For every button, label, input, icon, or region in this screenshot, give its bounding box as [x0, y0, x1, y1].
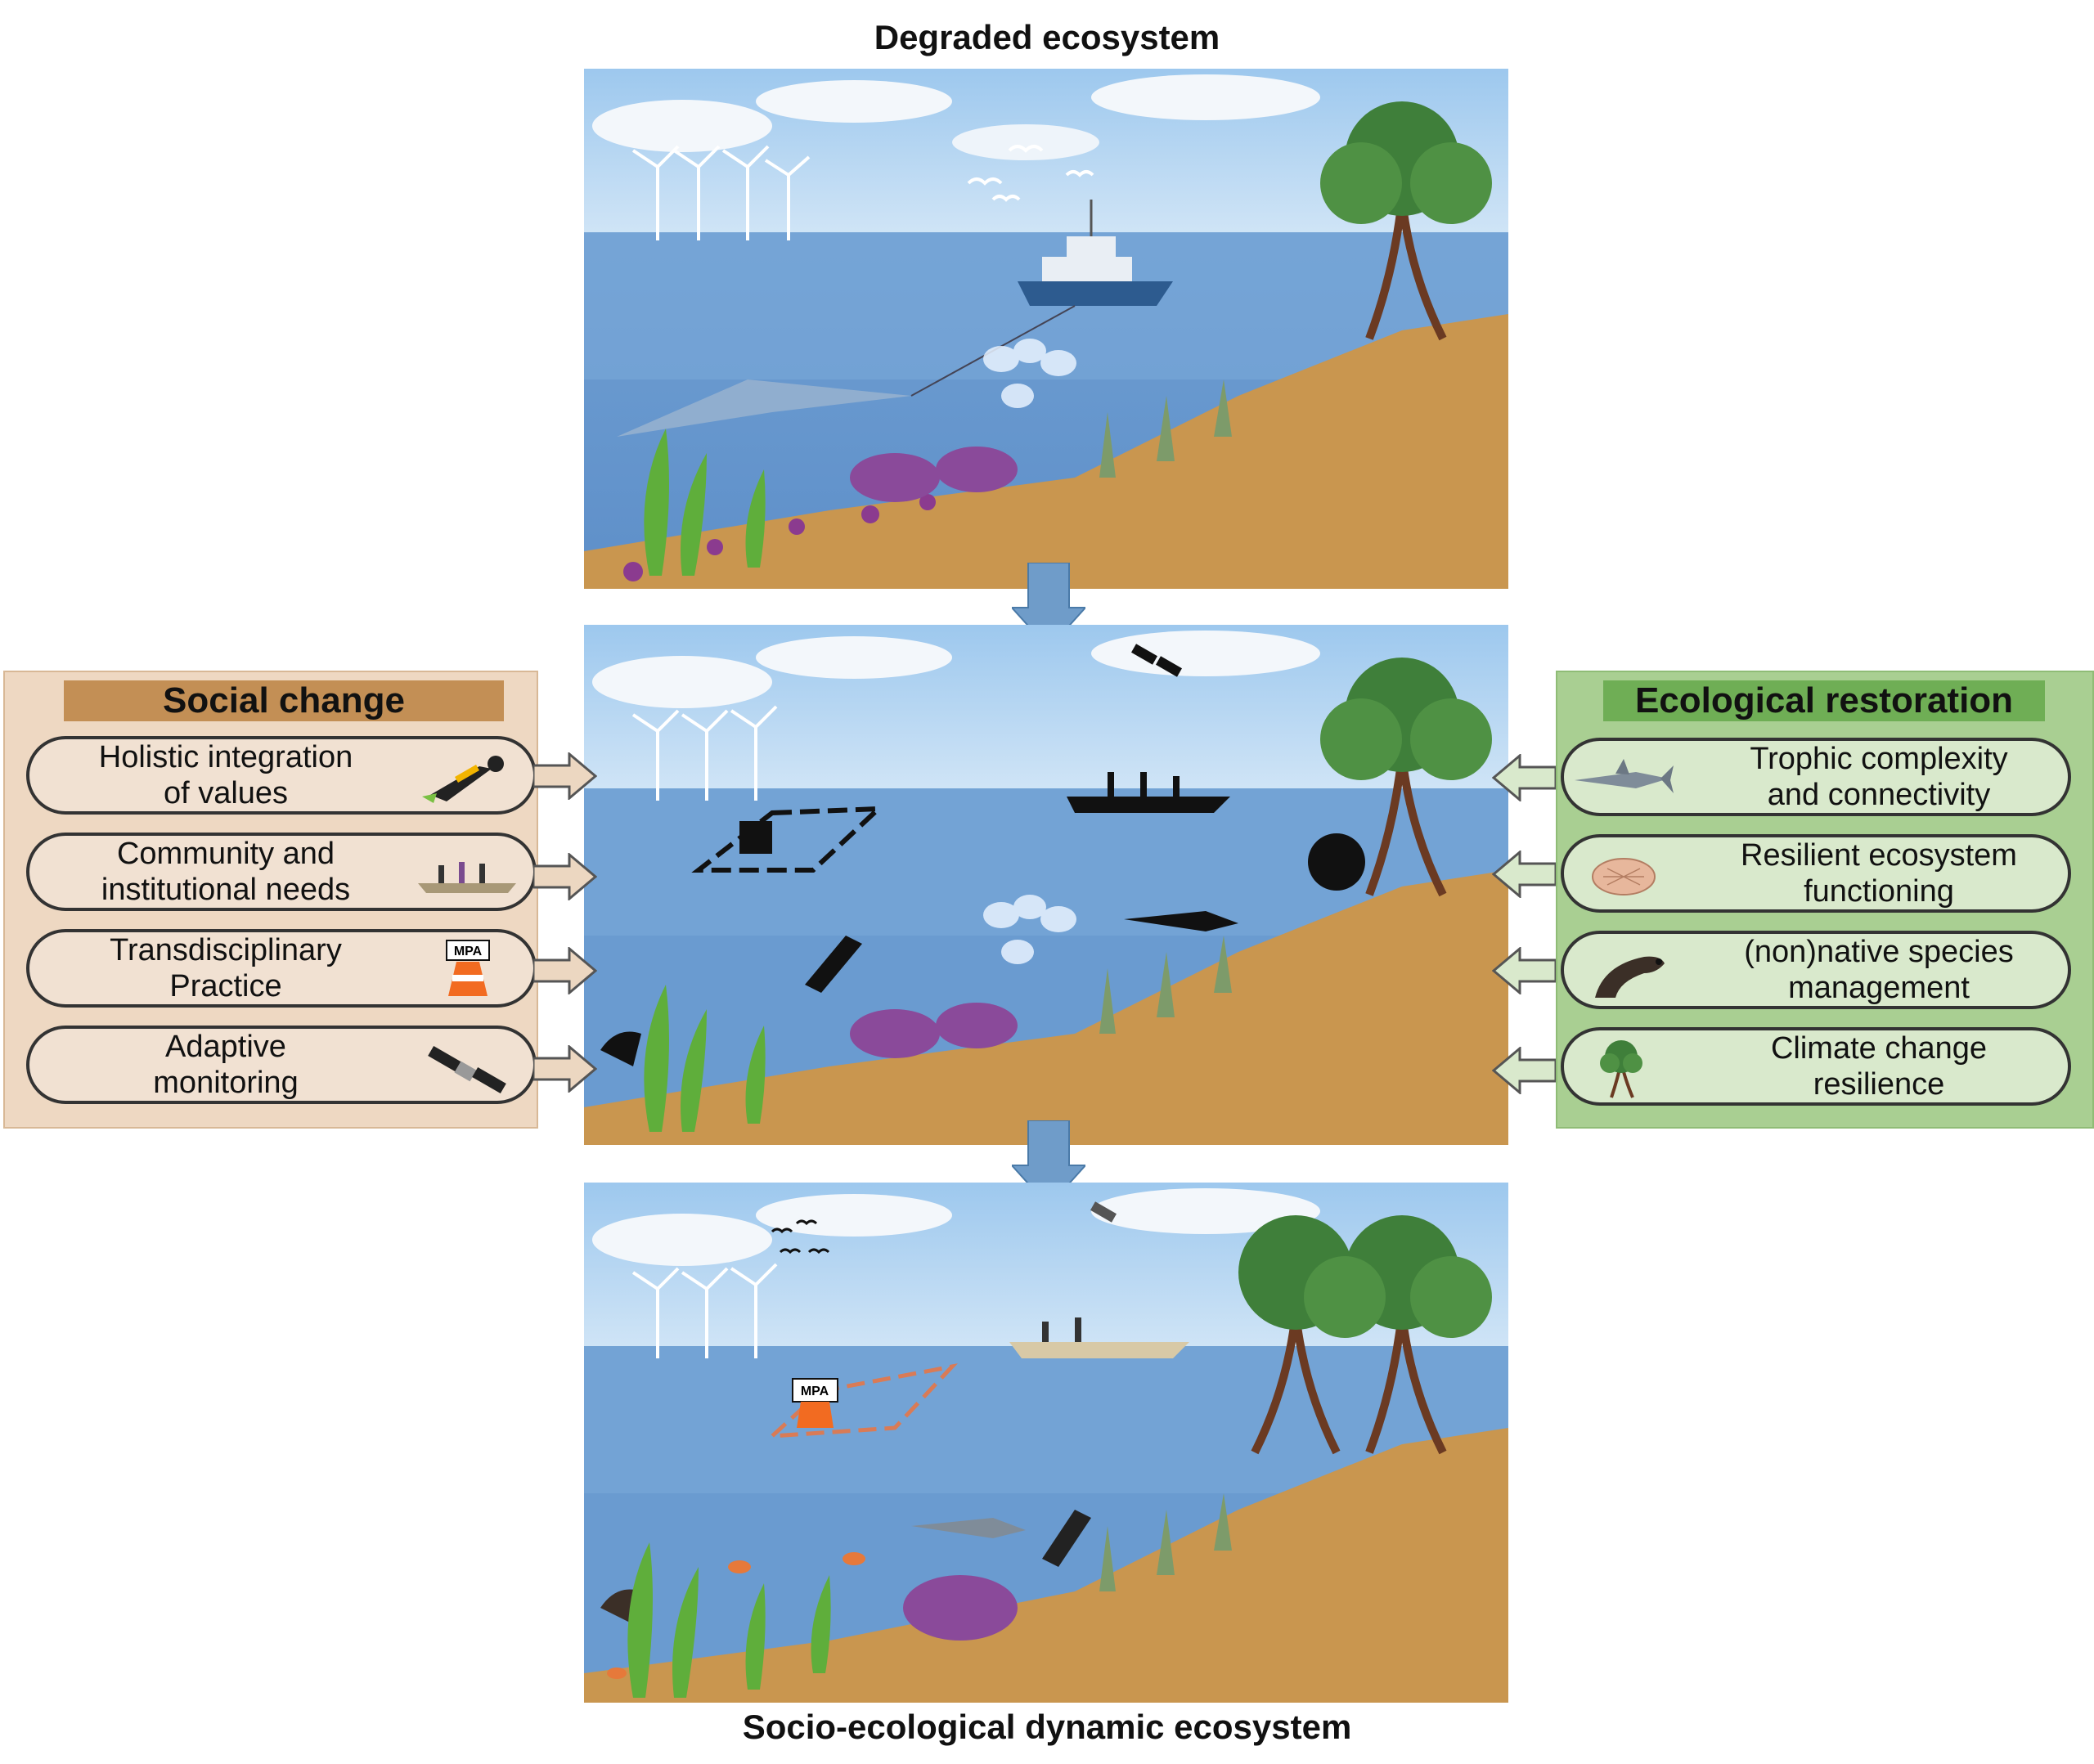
diver-icon: [422, 756, 504, 803]
eco-item-climate-resilience: Climate change resilience: [1561, 1027, 2071, 1106]
transition-scene-illustration: [584, 625, 1508, 1145]
social-change-header: Social change: [64, 680, 504, 721]
mpa-buoy-icon: MPA: [446, 940, 490, 996]
fishing-boat-silhouette: [1067, 772, 1230, 813]
protected-area-outline: [691, 806, 885, 873]
social-change-panel: Social change Holistic integration of va…: [3, 671, 538, 1129]
shell-icon: [1592, 858, 1656, 895]
mpa-buoy: MPA: [792, 1378, 838, 1428]
wind-turbines: [631, 1263, 778, 1358]
seabirds: [967, 145, 1094, 202]
bird-flock: [771, 1219, 830, 1255]
mangrove-forest: [1238, 1215, 1492, 1455]
coral-reef: [850, 1003, 1018, 1058]
sea-urchins: [623, 494, 936, 581]
kelp: [644, 985, 766, 1132]
social-item-adaptive-monitoring: Adaptive monitoring: [26, 1026, 537, 1104]
left-arrow-eco-1: [1492, 754, 1556, 801]
eco-item-1-line1: Trophic complexity: [1750, 742, 2008, 776]
reef-fish: [607, 1552, 865, 1679]
seagrass: [1099, 379, 1232, 478]
wind-turbines: [631, 145, 811, 240]
eco-item-2-line2: functioning: [1804, 874, 1954, 909]
right-arrow-social-2: [533, 853, 597, 900]
otter-silhouette: [600, 1031, 641, 1066]
trawl-net: [617, 379, 911, 437]
ecological-restoration-panel: Ecological restoration Trophic complexit…: [1556, 671, 2094, 1129]
eco-item-1-line2: and connectivity: [1767, 778, 1991, 812]
socio-ecological-scene: MPA: [584, 1183, 1508, 1703]
seagrass: [1099, 1493, 1232, 1591]
eco-item-3-line1: (non)native species: [1744, 935, 2014, 969]
shark-icon: [1575, 759, 1674, 793]
fishing-trawler: [1018, 200, 1173, 306]
social-item-community-needs: Community and institutional needs: [26, 833, 537, 911]
social-item-transdisciplinary: Transdisciplinary Practice MPA: [26, 929, 537, 1008]
ecological-restoration-header: Ecological restoration: [1603, 680, 2045, 721]
diver: [1042, 1510, 1091, 1567]
social-item-2-line2: institutional needs: [101, 873, 351, 907]
coral-reef: [850, 447, 1018, 502]
eco-item-2-line1: Resilient ecosystem: [1741, 838, 2017, 873]
right-arrow-social-1: [533, 752, 597, 800]
social-item-3-line2: Practice: [169, 969, 282, 1003]
satellite: [1131, 644, 1182, 677]
social-item-4-line1: Adaptive: [165, 1030, 286, 1064]
left-arrow-eco-3: [1492, 947, 1556, 994]
degraded-ecosystem-scene: [584, 69, 1508, 589]
eco-item-species-management: (non)native species management: [1561, 931, 2071, 1009]
social-item-4-line2: monitoring: [153, 1066, 299, 1100]
otter-icon: [1595, 956, 1665, 998]
top-scene-title: Degraded ecosystem: [874, 18, 1220, 56]
seabed: [584, 870, 1508, 1145]
mangrove-icon: [1600, 1040, 1642, 1098]
eco-item-trophic-complexity: Trophic complexity and connectivity: [1561, 738, 2071, 816]
buoy-silhouette: [739, 821, 772, 854]
social-item-1-line1: Holistic integration: [98, 740, 353, 774]
left-arrow-eco-2: [1492, 851, 1556, 898]
right-arrow-social-3: [533, 947, 597, 994]
kelp: [644, 429, 766, 576]
eco-item-4-line2: resilience: [1813, 1067, 1945, 1102]
eco-item-3-line2: management: [1788, 971, 1970, 1005]
degraded-scene-illustration: [584, 69, 1508, 589]
kelp: [627, 1542, 831, 1698]
eco-item-4-line1: Climate change: [1770, 1031, 1988, 1066]
mpa-label: MPA: [801, 1385, 829, 1398]
social-item-3-line1: Transdisciplinary: [110, 933, 342, 967]
wind-turbines: [631, 705, 778, 801]
shark-silhouette: [1124, 911, 1238, 931]
mangrove-tree: [1320, 101, 1492, 341]
satellite: [1090, 1201, 1117, 1223]
social-item-2-line1: Community and: [116, 837, 335, 871]
mpa-outline: [766, 1363, 959, 1439]
right-arrow-social-4: [533, 1045, 597, 1093]
seabed: [584, 314, 1508, 589]
social-item-holistic-integration: Holistic integration of values: [26, 736, 537, 815]
diver-silhouette: [805, 936, 862, 993]
social-item-1-line2: of values: [163, 776, 289, 810]
left-arrow-eco-4: [1492, 1047, 1556, 1094]
seabed: [584, 1428, 1508, 1703]
jellyfish: [983, 895, 1076, 964]
coral-reef: [903, 1575, 1018, 1641]
bottom-scene-title: Socio-ecological dynamic ecosystem: [742, 1708, 1352, 1746]
shark: [911, 1518, 1026, 1538]
eco-item-resilient-functioning: Resilient ecosystem functioning: [1561, 834, 2071, 913]
satellite-icon: [428, 1045, 506, 1094]
mangrove-tree: [1308, 658, 1492, 897]
seagrass: [1099, 936, 1232, 1034]
fishing-boat-icon: [418, 862, 516, 893]
transition-ecosystem-scene: [584, 625, 1508, 1145]
mpa-icon-label: MPA: [454, 945, 483, 958]
jellyfish: [983, 339, 1076, 408]
socio-ecological-scene-illustration: MPA: [584, 1183, 1508, 1703]
fishing-boat: [1009, 1317, 1189, 1358]
